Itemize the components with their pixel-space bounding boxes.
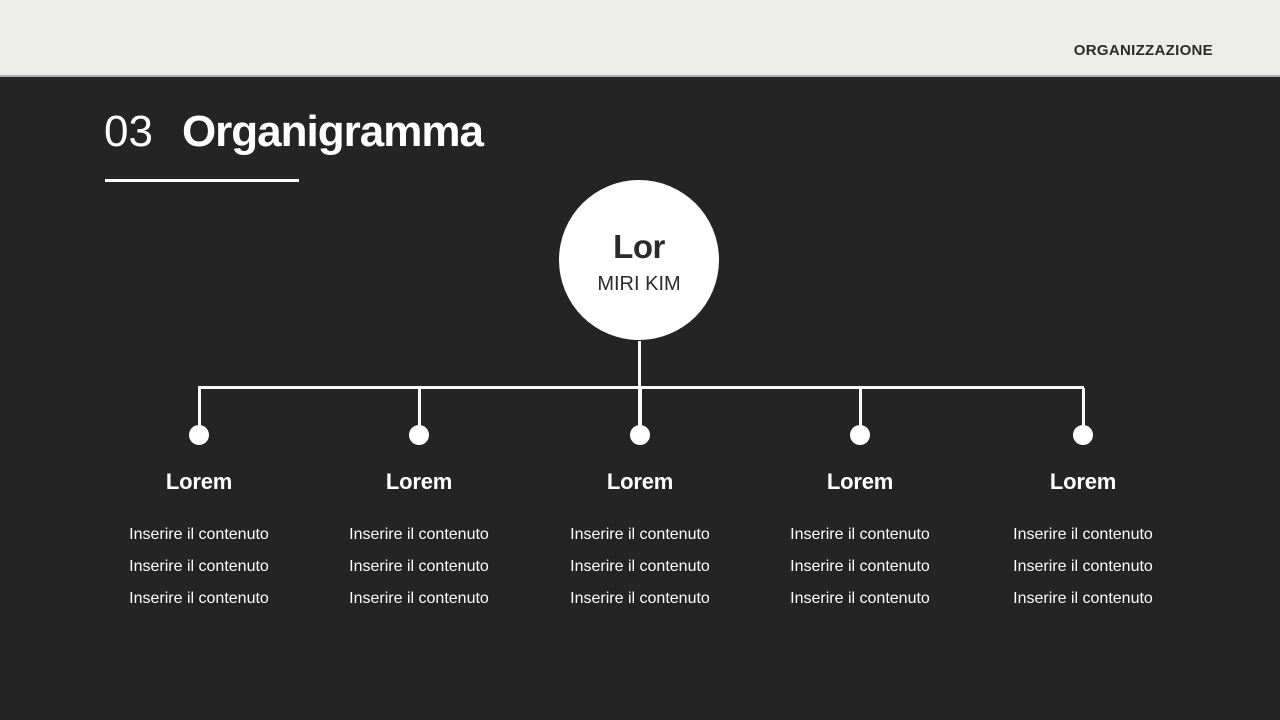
branch-line: Inserire il contenuto (1013, 558, 1153, 575)
branch-node-5: Lorem Inserire il contenuto Inserire il … (973, 386, 1193, 626)
branch-stem (417, 388, 421, 426)
root-name: Lor (613, 228, 665, 265)
branch-dot (630, 425, 650, 445)
branch-dot (189, 425, 209, 445)
branch-dot (409, 425, 429, 445)
branch-line: Inserire il contenuto (349, 558, 489, 575)
root-subtitle: MIRI KIM (597, 273, 681, 295)
org-root-node: Lor MIRI KIM (559, 180, 719, 340)
top-band: ORGANIZZAZIONE (0, 0, 1280, 77)
branch-stem (1081, 388, 1085, 426)
root-connector-stem (638, 341, 641, 426)
branch-line: Inserire il contenuto (570, 526, 710, 543)
branch-node-1: Lorem Inserire il contenuto Inserire il … (89, 386, 309, 626)
branch-line: Inserire il contenuto (570, 558, 710, 575)
branch-content: Inserire il contenuto Inserire il conten… (89, 519, 309, 615)
branch-content: Inserire il contenuto Inserire il conten… (750, 519, 970, 615)
branch-line: Inserire il contenuto (129, 558, 269, 575)
branch-line: Inserire il contenuto (129, 526, 269, 543)
branch-dot (850, 425, 870, 445)
branch-line: Inserire il contenuto (570, 590, 710, 607)
branch-content: Inserire il contenuto Inserire il conten… (309, 519, 529, 615)
branch-node-4: Lorem Inserire il contenuto Inserire il … (750, 386, 970, 626)
branch-node-3: Lorem Inserire il contenuto Inserire il … (530, 386, 750, 626)
branch-stem (858, 388, 862, 426)
branch-stem (638, 388, 642, 426)
branch-label: Lorem (385, 469, 453, 494)
branch-label: Lorem (606, 469, 674, 494)
branch-line: Inserire il contenuto (790, 590, 930, 607)
branch-line: Inserire il contenuto (790, 526, 930, 543)
slide-title: 03 Organigramma (104, 107, 484, 156)
section-label: ORGANIZZAZIONE (1073, 42, 1213, 59)
slide-number: 03 (104, 107, 153, 156)
branch-line: Inserire il contenuto (790, 558, 930, 575)
branch-label: Lorem (165, 469, 233, 494)
branch-line: Inserire il contenuto (1013, 590, 1153, 607)
branch-content: Inserire il contenuto Inserire il conten… (530, 519, 750, 615)
branch-line: Inserire il contenuto (349, 590, 489, 607)
branch-stem (197, 388, 201, 426)
connector-horizontal-line (198, 386, 1084, 389)
branch-line: Inserire il contenuto (349, 526, 489, 543)
branch-label: Lorem (1049, 469, 1117, 494)
branch-line: Inserire il contenuto (129, 590, 269, 607)
branch-line: Inserire il contenuto (1013, 526, 1153, 543)
page-title: Organigramma (181, 107, 484, 156)
branch-content: Inserire il contenuto Inserire il conten… (973, 519, 1193, 615)
branch-dot (1073, 425, 1093, 445)
branch-label: Lorem (826, 469, 894, 494)
title-underline (105, 179, 299, 182)
branch-node-2: Lorem Inserire il contenuto Inserire il … (309, 386, 529, 626)
